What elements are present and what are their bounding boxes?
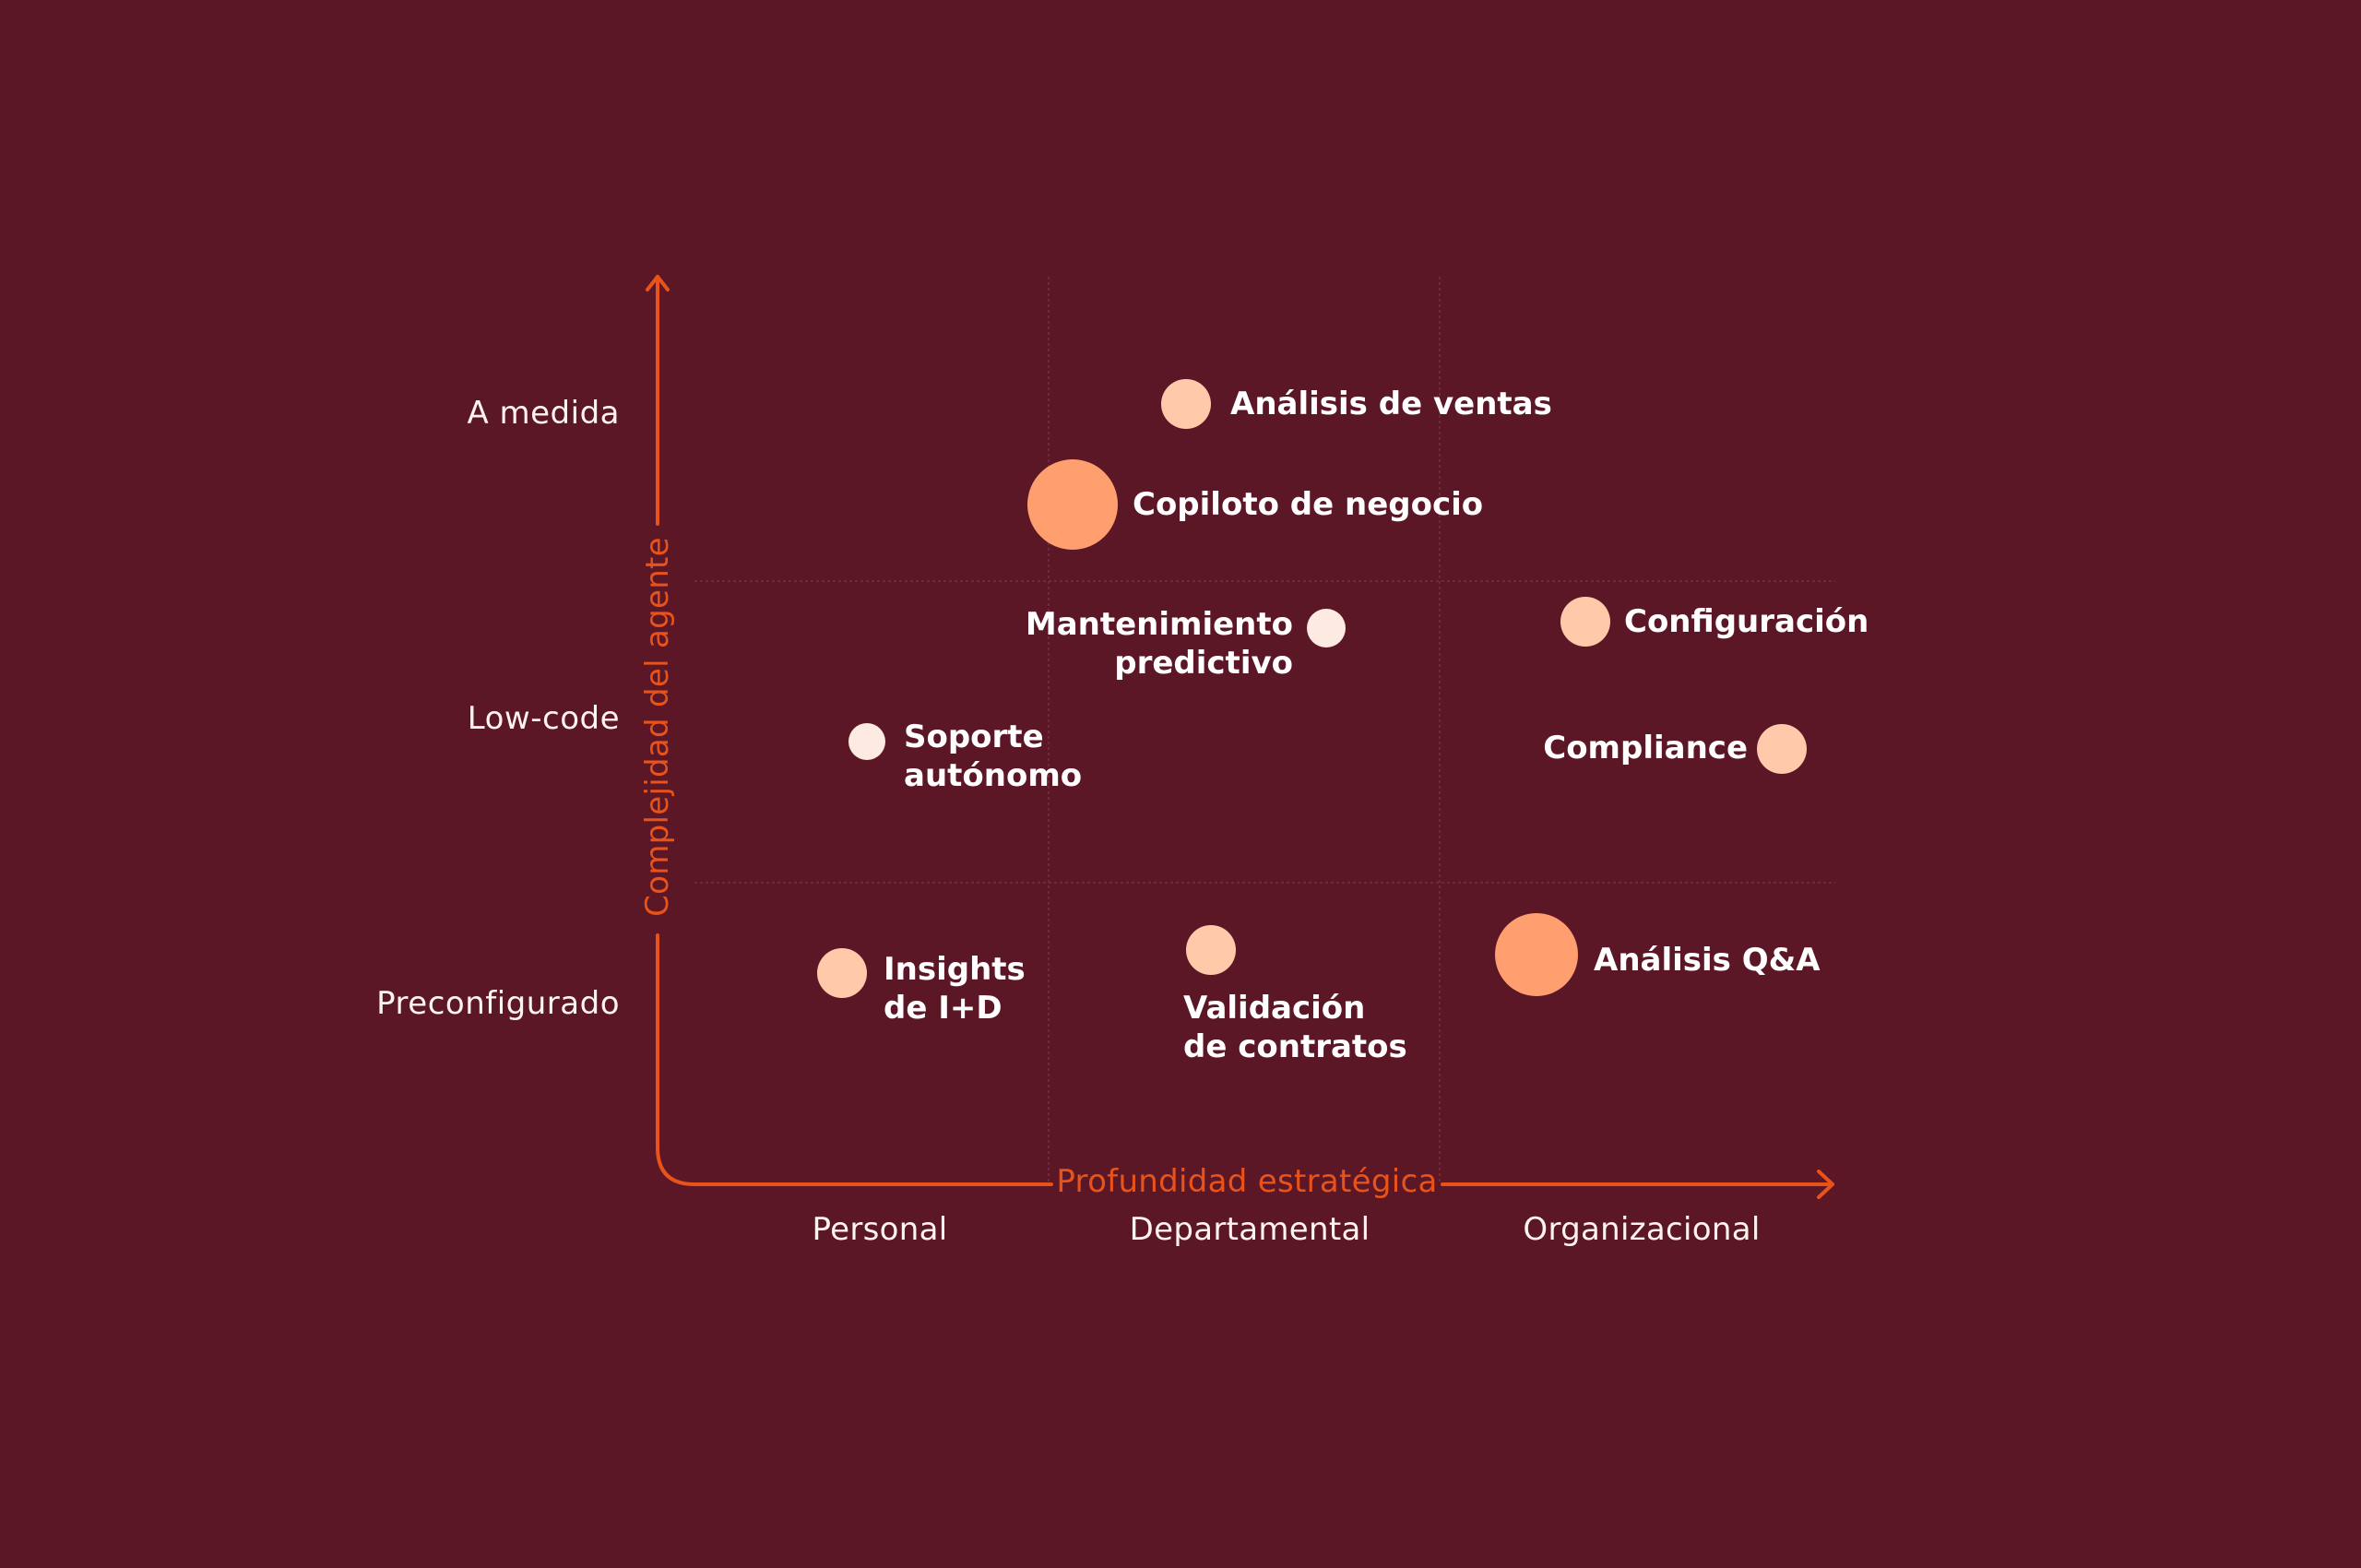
x-tick-organizacional: Organizacional xyxy=(1523,1211,1761,1248)
label-line: Mantenimiento xyxy=(1025,606,1293,643)
label-line: Análisis Q&A xyxy=(1594,942,1821,979)
label-line: Validación xyxy=(1183,990,1366,1027)
bubble-validacion xyxy=(1186,925,1236,975)
label-line: de I+D xyxy=(884,990,1003,1027)
label-line: predictivo xyxy=(1114,645,1293,682)
x-axis-arrow-icon xyxy=(1817,1170,1834,1199)
label-line: Configuración xyxy=(1624,603,1869,640)
label-line: Soporte xyxy=(904,719,1044,755)
label-configuracion: Configuración xyxy=(1624,602,1869,641)
bubble-mantenimiento xyxy=(1307,609,1346,647)
x-tick-departamental: Departamental xyxy=(1129,1211,1370,1248)
y-tick-low-code: Low-code xyxy=(467,700,620,737)
y-tick-preconfigurado: Preconfigurado xyxy=(376,985,620,1022)
label-mantenimiento: Mantenimiento predictivo xyxy=(1026,605,1293,683)
axes-corner-line xyxy=(656,933,1053,1186)
label-line: autónomo xyxy=(904,757,1083,794)
bubble-compliance xyxy=(1757,724,1807,774)
bubble-configuracion xyxy=(1560,597,1610,647)
label-analisis-ventas: Análisis de ventas xyxy=(1230,385,1552,423)
label-validacion: Validación de contratos xyxy=(1183,989,1407,1066)
y-axis-title: Complejidad del agente xyxy=(639,537,676,917)
label-copiloto-negocio: Copiloto de negocio xyxy=(1133,485,1483,524)
x-tick-personal: Personal xyxy=(812,1211,948,1248)
bubble-soporte xyxy=(848,723,885,760)
label-analisis-qa: Análisis Q&A xyxy=(1594,941,1821,980)
bubble-copiloto-negocio xyxy=(1027,459,1118,550)
x-axis-title: Profundidad estratégica xyxy=(1056,1163,1438,1200)
bubble-insights xyxy=(817,948,867,998)
y-axis-arrow-icon xyxy=(646,275,670,291)
label-line: Compliance xyxy=(1543,730,1748,766)
label-line: de contratos xyxy=(1183,1028,1407,1065)
label-line: Análisis de ventas xyxy=(1230,386,1552,422)
label-soporte: Soporte autónomo xyxy=(904,718,1082,795)
bubble-analisis-qa xyxy=(1495,913,1578,996)
label-line: Copiloto de negocio xyxy=(1133,486,1484,523)
label-compliance: Compliance xyxy=(1543,729,1748,767)
label-line: Insights xyxy=(884,951,1026,988)
gridlines xyxy=(694,277,1835,1184)
label-insights: Insights de I+D xyxy=(884,950,1026,1028)
y-tick-a-medida: A medida xyxy=(467,395,620,432)
bubble-analisis-ventas xyxy=(1161,379,1211,429)
